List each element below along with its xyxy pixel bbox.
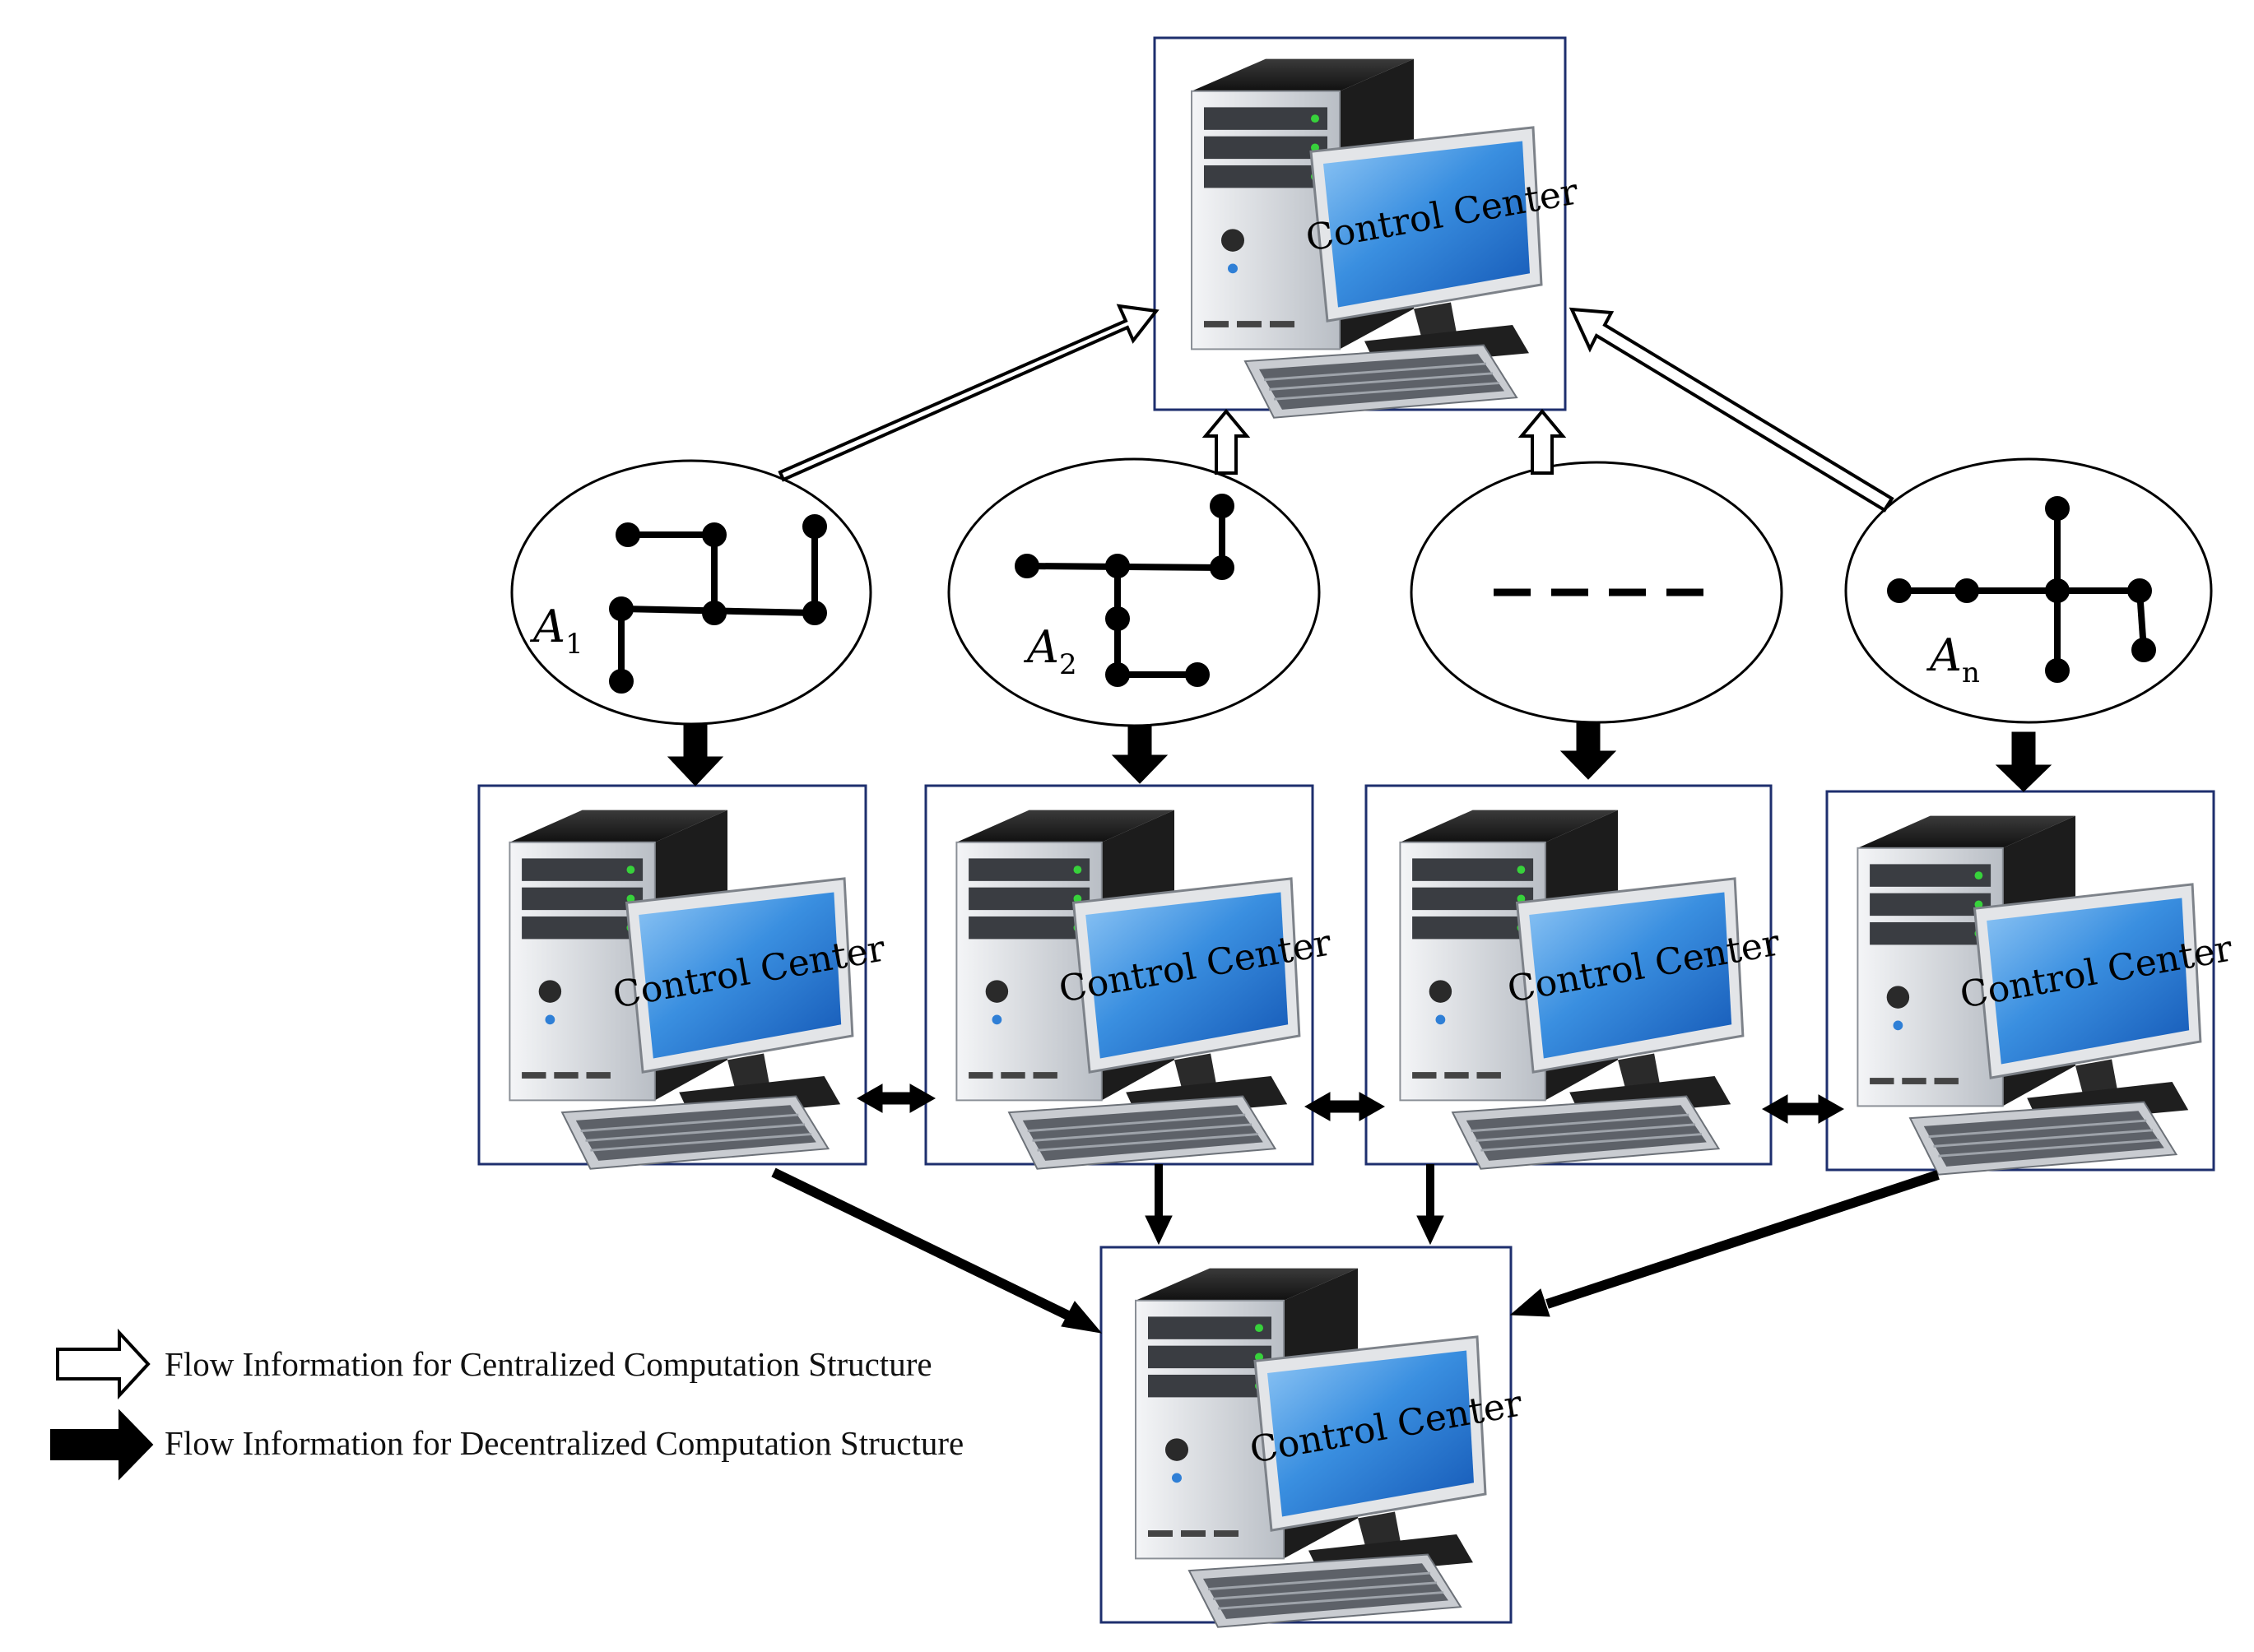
network-graph-icon (609, 514, 827, 694)
area-label: An (1926, 629, 1980, 689)
legend-item-centralized: Flow Information for Centralized Computa… (56, 1328, 932, 1400)
local-control-center-2: Control Center (924, 784, 1335, 1171)
local-control-center-1: Control Center (477, 784, 889, 1171)
decentralized-flow-arrows (667, 722, 2052, 1334)
hollow-arrow (778, 304, 1160, 482)
bottom-control-center: Control Center (1099, 1246, 1526, 1629)
area-n: An (1844, 457, 2213, 724)
network-graph-icon (1015, 494, 1234, 687)
solid-arrow-head (1061, 1301, 1103, 1334)
solid-arrow (1111, 725, 1169, 784)
double-arrow (856, 1084, 936, 1113)
solid-arrow-head (1509, 1288, 1550, 1317)
area-1: A1 (510, 459, 872, 726)
hollow-arrow (1201, 408, 1251, 475)
area-label: A2 (1023, 621, 1077, 681)
local-control-center-4: Control Center (1825, 790, 2236, 1176)
solid-arrow (1995, 731, 2052, 792)
area-label: A1 (529, 601, 583, 661)
hollow-arrow (1569, 307, 1894, 513)
double-arrow (1761, 1094, 1845, 1124)
legend: Flow Information for Centralized Computa… (50, 1328, 964, 1481)
hollow-arrow-icon (56, 1328, 151, 1400)
central-control-center: Control Center (1153, 36, 1582, 420)
area-ellipsis (1410, 461, 1783, 724)
solid-arrow-head (1416, 1215, 1444, 1246)
solid-arrow-head (1145, 1215, 1173, 1246)
double-arrow (1304, 1092, 1386, 1121)
solid-arrow-shaft (771, 1167, 1072, 1321)
network-graph-icon (1887, 496, 2156, 683)
solid-arrow (667, 723, 724, 787)
legend-label-decentralized: Flow Information for Decentralized Compu… (165, 1424, 964, 1462)
solid-arrow (1559, 722, 1617, 780)
area-2: A2 (947, 457, 1321, 727)
centralized-flow-arrows (778, 304, 1894, 513)
solid-arrow-icon (50, 1408, 154, 1481)
legend-item-decentralized: Flow Information for Decentralized Compu… (50, 1408, 964, 1481)
hollow-arrow (1517, 408, 1567, 475)
legend-label-centralized: Flow Information for Centralized Computa… (165, 1345, 932, 1383)
solid-arrow-shaft (1545, 1170, 1940, 1309)
local-control-center-3: Control Center (1364, 784, 1783, 1171)
